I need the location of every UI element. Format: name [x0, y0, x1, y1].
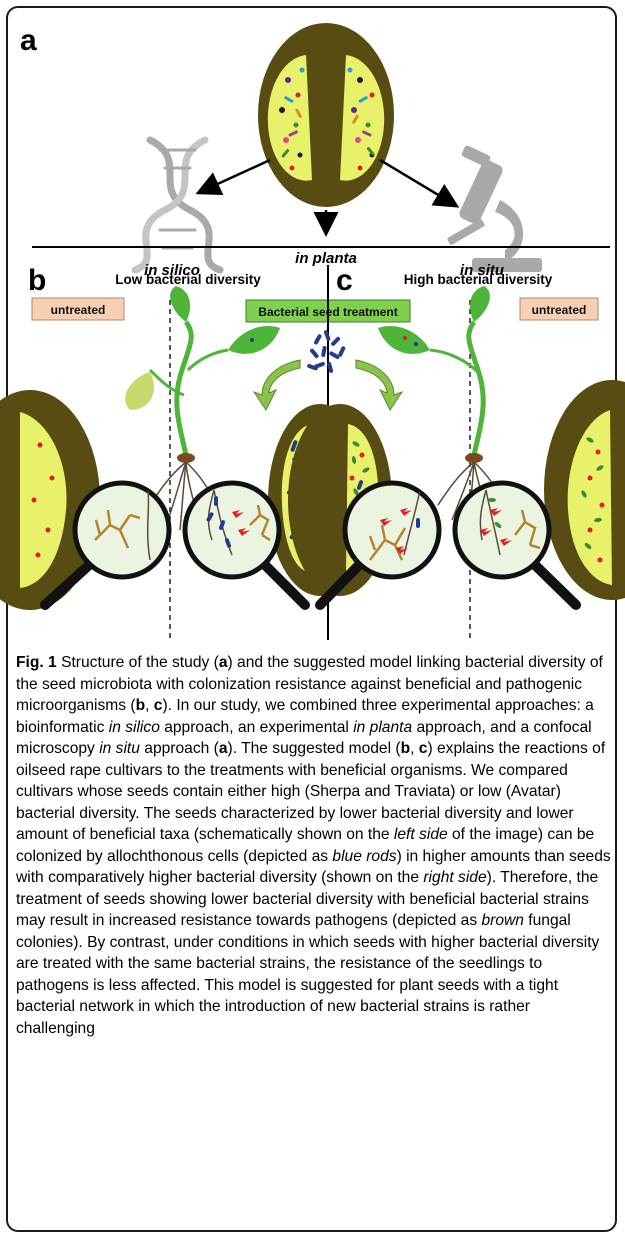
- microscope-icon: [447, 145, 542, 272]
- caption-ref: a: [219, 740, 228, 757]
- caption-label: Fig. 1: [16, 654, 57, 671]
- seed-untreated-right: [544, 380, 625, 600]
- caption-italic: in silico: [109, 719, 160, 736]
- panel-label-b: b: [28, 264, 46, 297]
- caption-text: ,: [145, 697, 154, 714]
- caption-italic: right side: [423, 869, 486, 886]
- caption-text: ,: [410, 740, 419, 757]
- caption-text: fungal colonies). By contrast, under con…: [16, 912, 599, 1037]
- svg-text:untreated: untreated: [532, 303, 587, 317]
- bacteria-cluster: [307, 330, 346, 374]
- caption-italic: blue rods: [332, 848, 396, 865]
- caption-text: approach (: [140, 740, 219, 757]
- figure-caption: Fig. 1 Structure of the study (a) and th…: [16, 652, 612, 1039]
- caption-ref: b: [136, 697, 146, 714]
- panel-label-c: c: [336, 264, 353, 297]
- caption-italic: in situ: [99, 740, 140, 757]
- seed-a: [258, 23, 394, 207]
- caption-ref: b: [401, 740, 411, 757]
- figure-illustration: a: [0, 0, 625, 650]
- caption-text: Structure of the study (: [57, 654, 219, 671]
- untreated-box-right: untreated: [520, 298, 598, 320]
- dna-icon: [135, 140, 220, 270]
- caption-ref: a: [219, 654, 228, 671]
- caption-text: ). The suggested model (: [228, 740, 401, 757]
- caption-text: approach, an experimental: [160, 719, 353, 736]
- header-high-diversity: High bacterial diversity: [404, 272, 553, 287]
- panel-label-a: a: [20, 24, 37, 57]
- caption-italic: in planta: [353, 719, 412, 736]
- header-low-diversity: Low bacterial diversity: [115, 272, 261, 287]
- svg-text:untreated: untreated: [51, 303, 106, 317]
- caption-italic: brown: [481, 912, 523, 929]
- caption-italic: left side: [394, 826, 448, 843]
- untreated-box-left: untreated: [32, 298, 124, 320]
